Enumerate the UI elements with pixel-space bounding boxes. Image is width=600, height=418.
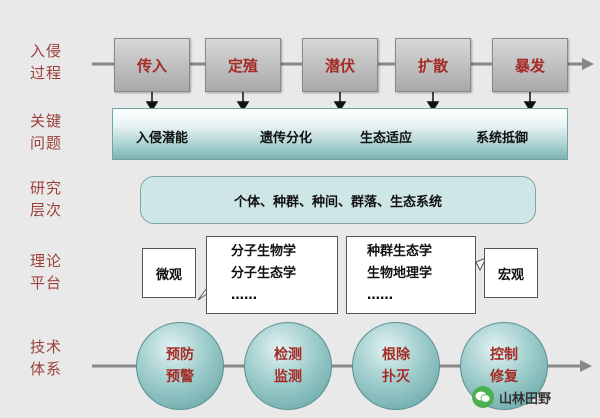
technique-line-2: 修复	[490, 369, 518, 385]
technique-line-2: 扑灭	[382, 369, 410, 385]
technique-prevention-warning: 预防 预警	[136, 322, 224, 410]
technique-line-arrowhead	[580, 360, 592, 372]
discipline-item: 种群生态学	[367, 244, 433, 259]
stage-latency: 潜伏	[302, 38, 378, 92]
down-arrows	[145, 92, 537, 112]
technique-eradication: 根除 扑灭	[352, 322, 440, 410]
stage-spread: 扩散	[395, 38, 471, 92]
micro-disciplines-box: 分子生物学 分子生态学 ……	[206, 236, 338, 314]
row-label-research-levels: 研究 层次	[30, 177, 84, 221]
discipline-item: 分子生物学	[231, 244, 297, 259]
macro-callout-tail	[475, 257, 488, 272]
stage-colonization: 定殖	[205, 38, 281, 92]
row-label-key-issues: 关键 问题	[30, 110, 84, 154]
row-label-techniques: 技术 体系	[30, 336, 84, 380]
row-label-line: 平台	[30, 274, 63, 292]
research-levels-box: 个体、种群、种间、群落、生态系统	[140, 176, 536, 224]
watermark-text: 山林田野	[499, 391, 552, 407]
row-label-line: 过程	[30, 64, 63, 82]
technique-detection-monitoring: 检测 监测	[244, 322, 332, 410]
row-label-line: 入侵	[30, 42, 63, 60]
key-issue-genetic-differentiation: 遗传分化	[260, 131, 313, 146]
stage-introduction: 传入	[114, 38, 190, 92]
key-issue-system-resistance: 系统抵御	[476, 131, 529, 146]
discipline-item: ……	[367, 288, 393, 303]
discipline-item: ……	[231, 288, 257, 303]
row-label-line: 问题	[30, 134, 63, 152]
macro-disciplines-box: 种群生态学 生物地理学 ……	[346, 236, 476, 314]
discipline-item: 分子生态学	[231, 266, 297, 281]
process-line-arrowhead	[582, 58, 594, 70]
row-label-line: 研究	[30, 179, 63, 197]
watermark: 山林田野	[472, 384, 592, 410]
discipline-item: 生物地理学	[367, 266, 433, 281]
row-label-line: 体系	[30, 360, 63, 378]
technique-line-1: 根除	[382, 347, 410, 363]
row-label-line: 理论	[30, 252, 63, 270]
technique-line-1: 检测	[274, 347, 302, 363]
micro-callout: 微观	[142, 248, 196, 298]
stage-outbreak: 暴发	[492, 38, 568, 92]
technique-line-1: 控制	[490, 347, 518, 363]
wechat-icon	[472, 386, 494, 408]
technique-line-2: 监测	[274, 369, 302, 385]
row-label-line: 技术	[30, 338, 63, 356]
macro-callout: 宏观	[484, 248, 538, 298]
key-issues-band	[112, 108, 568, 160]
technique-line-2: 预警	[166, 369, 194, 385]
key-issue-ecological-adaptation: 生态适应	[360, 131, 413, 146]
row-label-theory: 理论 平台	[30, 250, 84, 294]
key-issue-invasion-potential: 入侵潜能	[136, 131, 189, 146]
row-label-line: 关键	[30, 112, 63, 130]
technique-line-1: 预防	[166, 347, 194, 363]
row-label-line: 层次	[30, 201, 63, 219]
row-label-process: 入侵 过程	[30, 40, 84, 84]
